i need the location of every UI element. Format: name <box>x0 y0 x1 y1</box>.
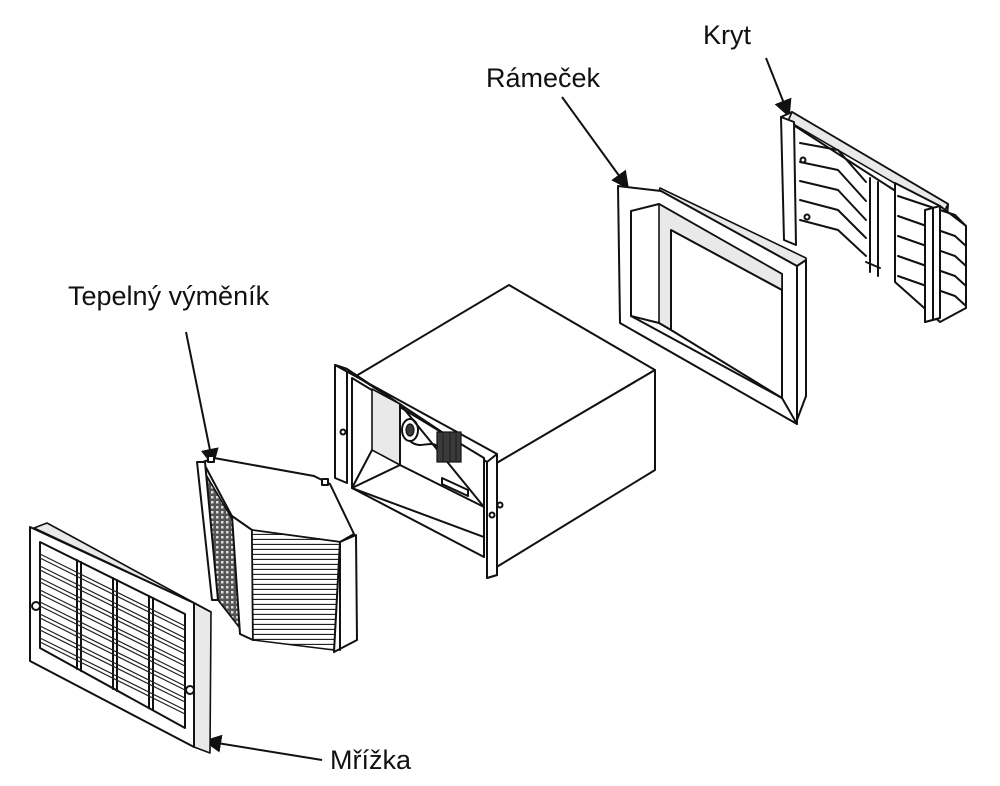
ramecek-frame <box>617 185 807 425</box>
label-kryt: Kryt <box>703 20 752 50</box>
arrow-mrizka <box>203 734 323 761</box>
tepelny-vymenik <box>196 455 358 653</box>
label-ramecek: Rámeček <box>486 63 601 93</box>
mrizka-grille <box>29 522 212 754</box>
housing-box <box>334 284 656 579</box>
label-mrizka: Mřížka <box>330 745 412 775</box>
arrow-ramecek <box>561 96 630 190</box>
arrow-kryt <box>765 57 792 118</box>
arrow-vymenik <box>185 331 219 467</box>
label-tepelny-vymenik: Tepelný výměník <box>68 281 270 311</box>
kryt-cover <box>780 111 967 323</box>
